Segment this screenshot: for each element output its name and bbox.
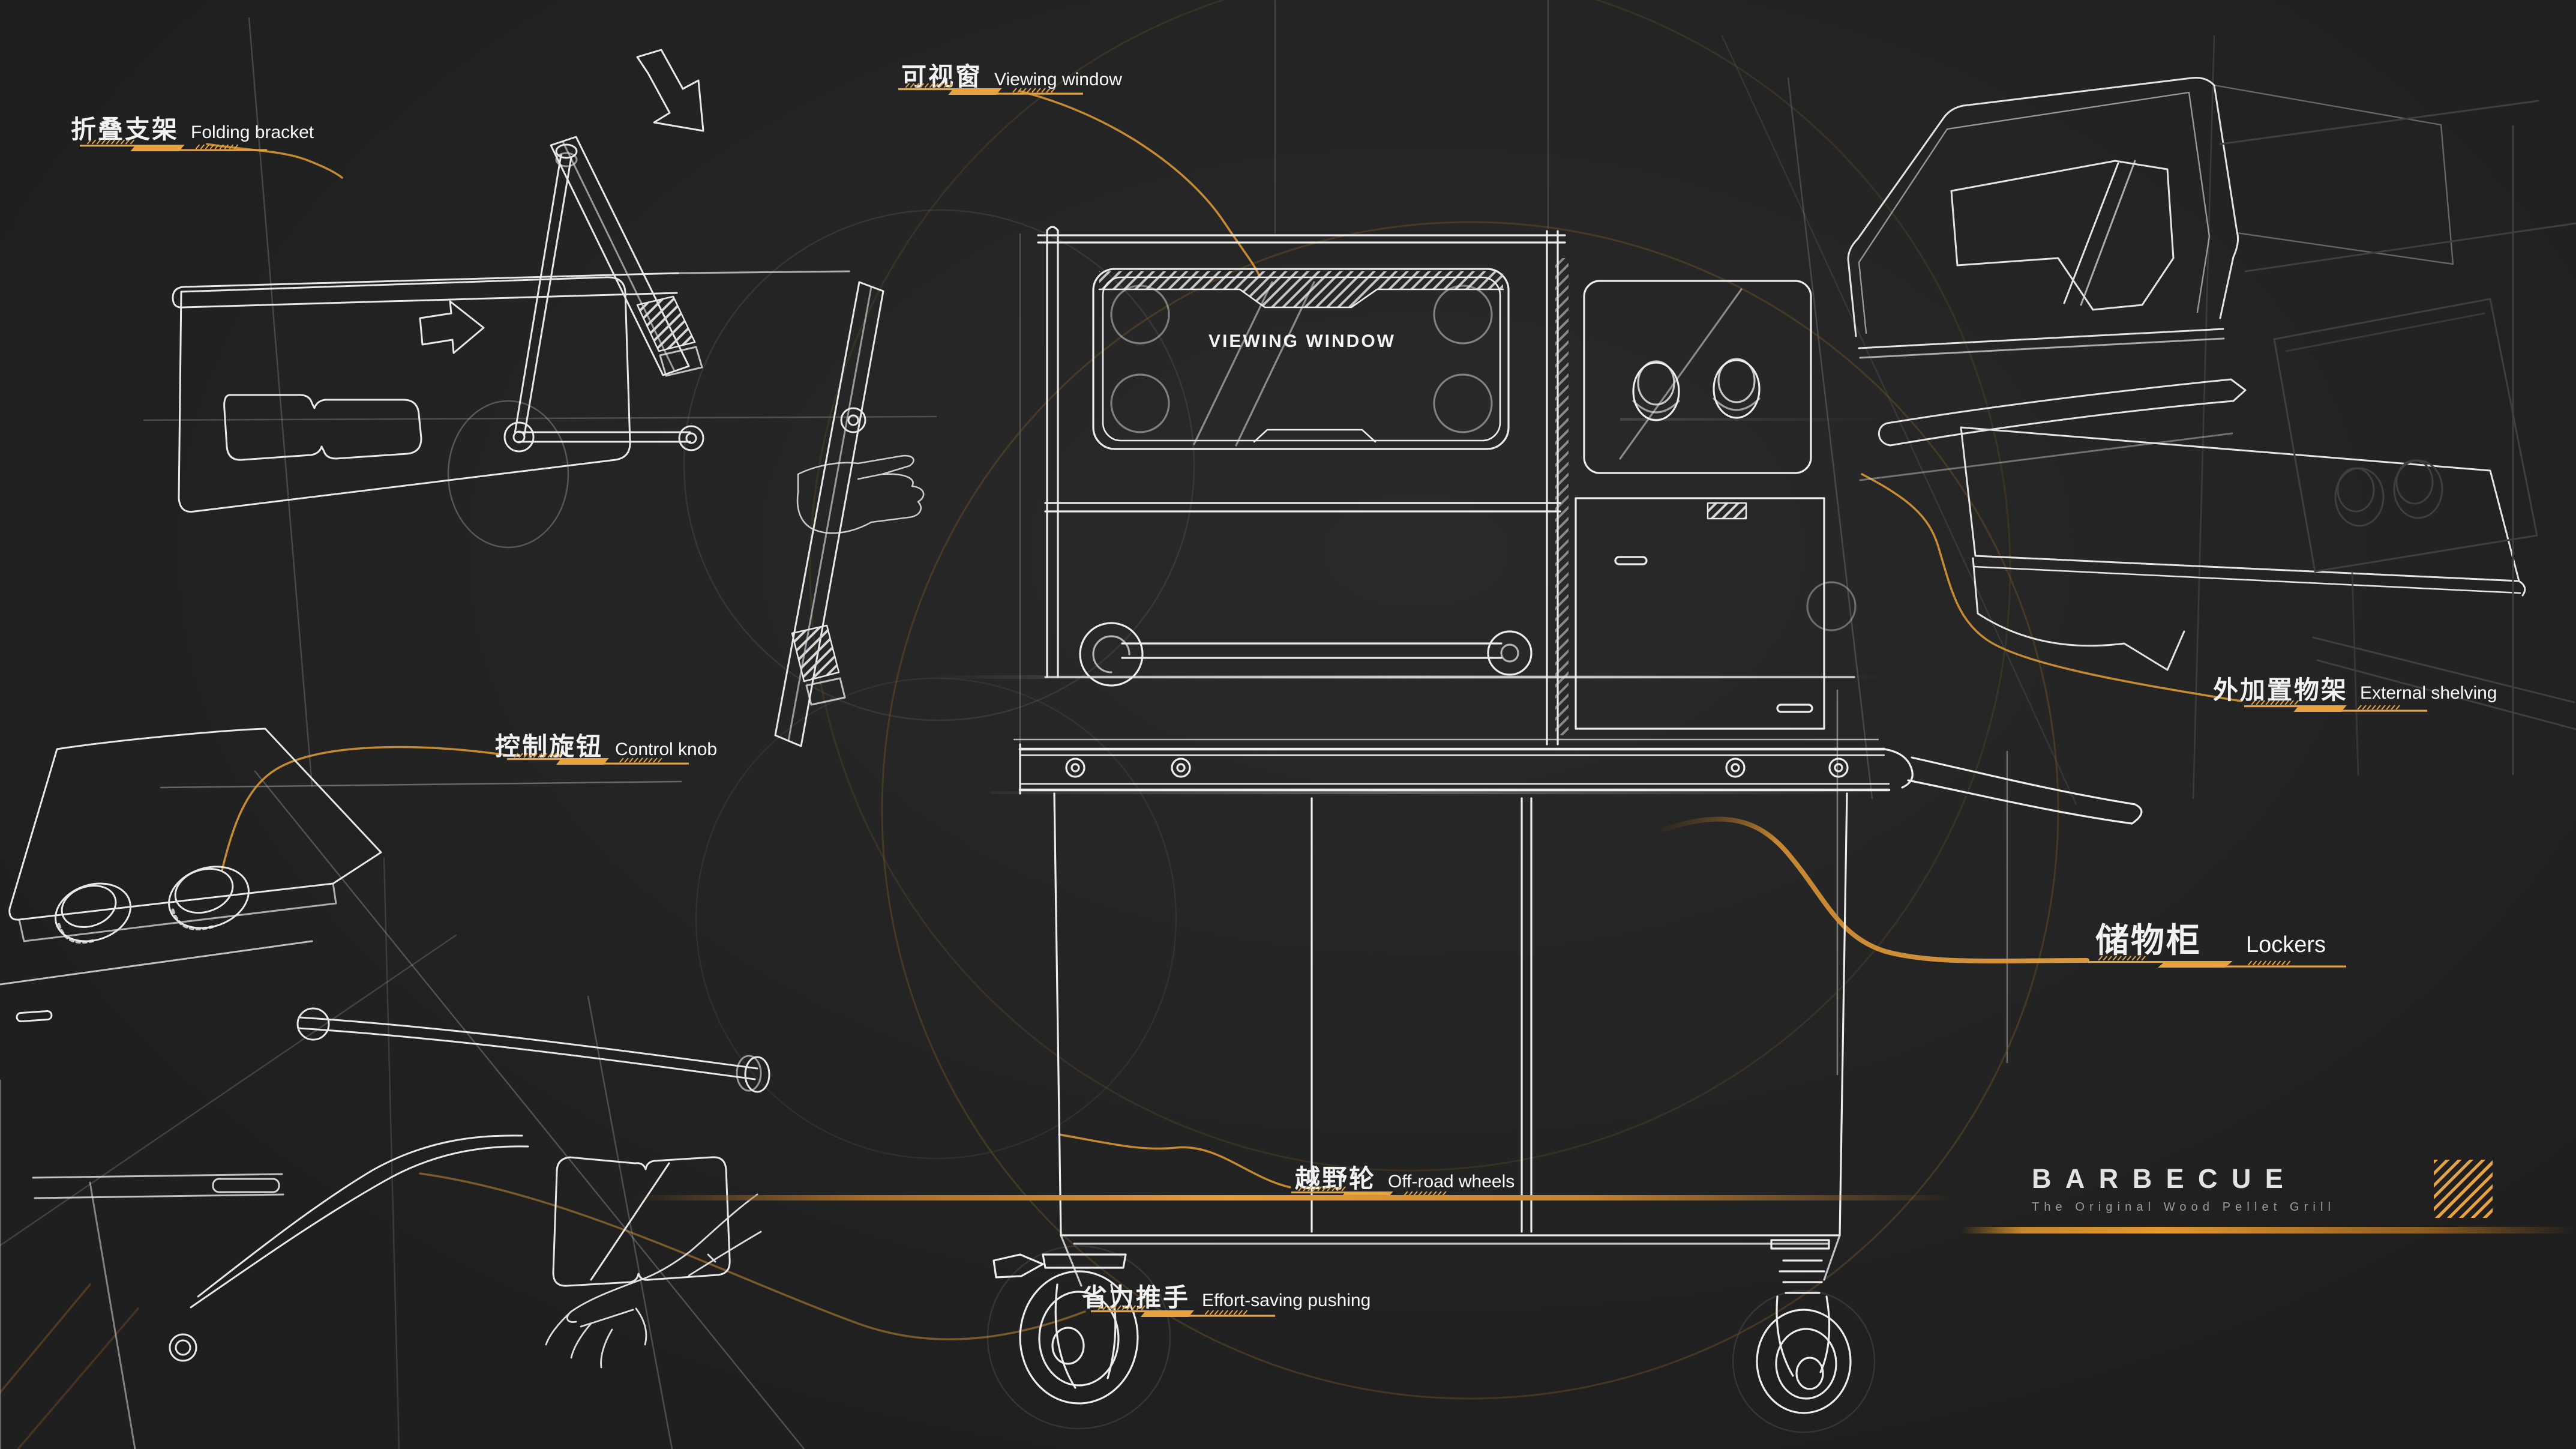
main-grill-sketch [992, 226, 2143, 1414]
folding-bracket-sketch [172, 49, 925, 747]
annotation-external-shelving: 外加置物架 External shelving [2213, 670, 2497, 706]
rivets [1065, 758, 1849, 778]
accent-divider-line [631, 1195, 1959, 1200]
annotation-en: Lockers [2246, 932, 2326, 957]
label-underline [2088, 956, 2346, 968]
brand-tagline: The Original Wood Pellet Grill [2032, 1200, 2336, 1214]
right-caster-wheel [1756, 1239, 1852, 1414]
knob-right [168, 866, 250, 930]
leader-lockers [1661, 816, 2089, 964]
annotation-lockers: 储物柜 Lockers [2095, 914, 2326, 962]
control-knob-sketch [0, 728, 770, 1449]
leader-lines [0, 90, 2242, 1449]
hand-sketch-icon [545, 1193, 762, 1369]
perspective-grill-sketch [1847, 77, 2526, 671]
annotation-en: Viewing window [994, 70, 1122, 89]
leader-effort-saving [419, 1172, 1086, 1340]
label-underline [1091, 1305, 1275, 1317]
ghost-sketch [2219, 100, 2576, 776]
annotation-effort-saving-pushing: 省力推手 Effort-saving pushing [1082, 1277, 1371, 1314]
annotation-folding-bracket: 折叠支架 Folding bracket [71, 109, 314, 146]
annotation-en: Effort-saving pushing [1202, 1291, 1371, 1310]
label-underline [2244, 700, 2427, 712]
annotation-zh: 储物柜 [2095, 921, 2202, 960]
fold-down-arrow-icon [636, 49, 704, 132]
annotation-en: Off-road wheels [1388, 1172, 1515, 1191]
construction-arcs-brown [809, 0, 2059, 1400]
leader-control-knob [221, 746, 508, 872]
leader-folding-bracket [206, 143, 343, 179]
construction-lines [0, 0, 2215, 1449]
front-knobs [1632, 358, 1761, 421]
fold-direction-arrow-icon [419, 300, 485, 354]
label-underline [507, 753, 689, 765]
left-caster-wheel [992, 1253, 1139, 1405]
annotation-zh: 折叠支架 [71, 115, 179, 144]
viewing-window-callout: VIEWING WINDOW [1208, 331, 1396, 351]
leader-external-shelving [1861, 473, 2242, 702]
brand-divider-line [1961, 1227, 2576, 1234]
label-underline [80, 139, 267, 151]
annotation-control-knob: 控制旋钮 Control knob [495, 726, 717, 763]
pointing-hand-icon [796, 454, 925, 534]
annotation-en: Folding bracket [191, 122, 314, 142]
leader-off-road-wheels [1058, 1133, 1291, 1188]
knob-left [54, 882, 132, 944]
annotation-zh: 控制旋钮 [495, 732, 604, 761]
brand-name: BARBECUE [2032, 1163, 2298, 1194]
annotation-zh: 省力推手 [1082, 1283, 1190, 1312]
annotation-en: External shelving [2360, 683, 2497, 703]
brand-hatch-icon [2434, 1160, 2493, 1218]
annotation-zh: 外加置物架 [2213, 675, 2349, 705]
label-underline [898, 83, 1083, 95]
annotation-en: Control knob [615, 740, 718, 759]
brand-block: BARBECUE The Original Wood Pellet Grill [2032, 1163, 2335, 1214]
leader-viewing-window [1019, 90, 1260, 276]
